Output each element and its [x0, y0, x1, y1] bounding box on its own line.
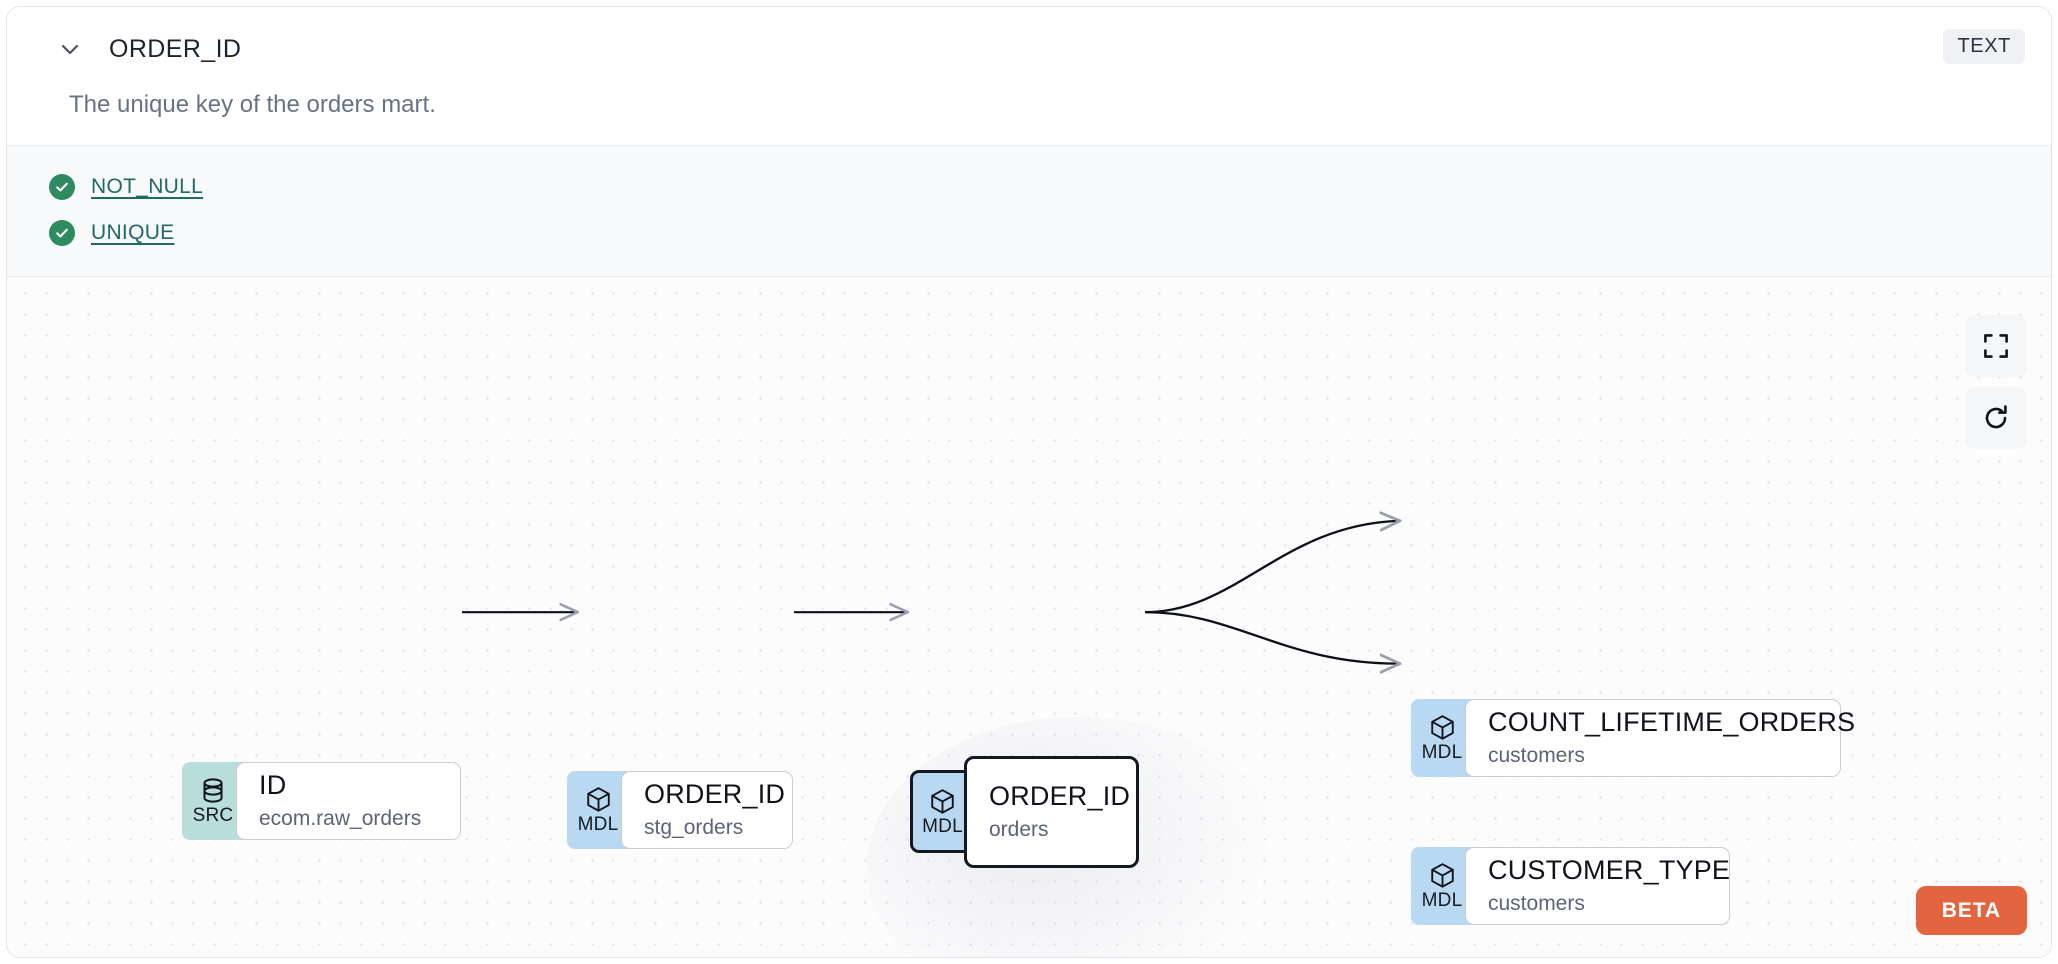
node-body: COUNT_LIFETIME_ORDERS customers [1465, 699, 1856, 777]
check-circle-icon [49, 174, 75, 200]
node-body: ORDER_ID stg_orders [621, 771, 793, 849]
test-link-unique[interactable]: UNIQUE [91, 221, 175, 244]
chevron-down-icon[interactable] [57, 36, 83, 62]
node-badge-label: SRC [192, 805, 234, 826]
column-type-badge: TEXT [1943, 29, 2025, 64]
cube-icon [585, 786, 612, 814]
node-body: ID ecom.raw_orders [236, 762, 461, 840]
cube-icon [1429, 714, 1456, 742]
lineage-node-count-lifetime-orders[interactable]: MDL COUNT_LIFETIME_ORDERS customers [1411, 699, 1856, 777]
lineage-canvas[interactable]: SRC ID ecom.raw_orders MDL ORDE [7, 277, 2051, 957]
node-table-name: stg_orders [644, 815, 744, 839]
node-badge-label: MDL [1421, 890, 1463, 911]
page-title: ORDER_ID [109, 34, 242, 63]
lineage-edges [462, 277, 2051, 957]
reset-layout-button[interactable] [1965, 387, 2027, 449]
node-body: CUSTOMER_TYPE customers [1465, 847, 1730, 925]
card-header: ORDER_ID TEXT The unique key of the orde… [7, 7, 2051, 145]
beta-badge[interactable]: BETA [1915, 886, 2027, 935]
node-column-name: ORDER_ID [644, 778, 786, 809]
node-table-name: customers [1488, 743, 1585, 767]
test-row[interactable]: UNIQUE [7, 210, 2051, 256]
node-table-name: customers [1488, 891, 1585, 915]
node-badge-mdl: MDL [567, 771, 629, 849]
lineage-node-orders-selected[interactable]: MDL ORDER_ID orders [910, 756, 1139, 868]
node-badge-label: MDL [1421, 742, 1463, 763]
node-column-name: ID [259, 769, 287, 800]
node-table-name: orders [989, 817, 1049, 841]
fit-view-button[interactable] [1965, 315, 2027, 377]
test-link-not-null[interactable]: NOT_NULL [91, 175, 204, 198]
node-column-name: COUNT_LIFETIME_ORDERS [1488, 706, 1856, 737]
title-row: ORDER_ID [33, 29, 2025, 69]
column-description: The unique key of the orders mart. [69, 91, 436, 118]
lineage-node-customer-type[interactable]: MDL CUSTOMER_TYPE customers [1411, 847, 1730, 925]
check-circle-icon [49, 220, 75, 246]
cube-icon [929, 788, 956, 816]
database-icon [200, 777, 226, 805]
node-badge-mdl: MDL [1411, 847, 1473, 925]
fit-view-icon [1983, 333, 2009, 359]
node-table-name: ecom.raw_orders [259, 806, 422, 830]
lineage-node-source-id[interactable]: SRC ID ecom.raw_orders [182, 762, 461, 840]
node-badge-label: MDL [922, 815, 963, 837]
lineage-node-stg-orders[interactable]: MDL ORDER_ID stg_orders [567, 771, 793, 849]
tests-section: NOT_NULL UNIQUE [7, 145, 2051, 277]
node-body: ORDER_ID orders [964, 756, 1139, 868]
column-detail-card: ORDER_ID TEXT The unique key of the orde… [6, 6, 2052, 958]
node-column-name: CUSTOMER_TYPE [1488, 854, 1731, 885]
node-badge-label: MDL [577, 814, 619, 835]
node-badge-mdl: MDL [910, 770, 972, 853]
test-row[interactable]: NOT_NULL [7, 164, 2051, 210]
node-badge-mdl: MDL [1411, 699, 1473, 777]
node-badge-src: SRC [182, 762, 244, 840]
cube-icon [1429, 862, 1456, 890]
refresh-icon [1982, 404, 2010, 432]
node-column-name: ORDER_ID [989, 780, 1131, 811]
